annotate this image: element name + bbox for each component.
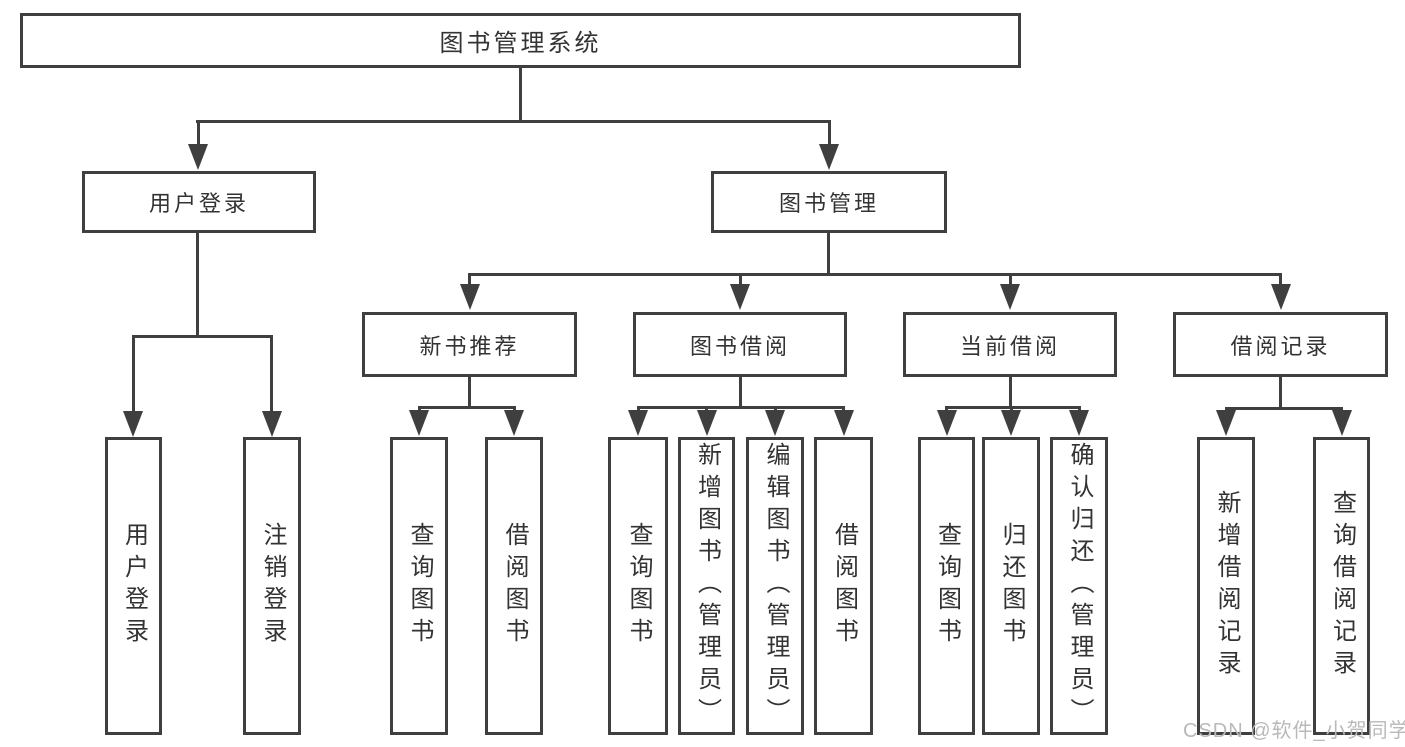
arrow-down-icon bbox=[1331, 410, 1352, 436]
connector-line bbox=[1279, 273, 1282, 288]
node-book-mgmt: 图书管理 bbox=[711, 171, 947, 233]
connector-line bbox=[468, 273, 1282, 276]
node-book-borrow: 图书借阅 bbox=[633, 312, 847, 377]
leaf-records-query-record: 查询借阅记录 bbox=[1313, 437, 1370, 735]
arrow-down-icon bbox=[1069, 410, 1089, 436]
arrow-down-icon bbox=[1270, 284, 1291, 310]
leaf-records-add-record-label: 新增借阅记录 bbox=[1213, 490, 1240, 682]
leaf-current-query-books-label: 查询图书 bbox=[933, 522, 961, 650]
connector-line bbox=[827, 120, 831, 148]
connector-line bbox=[417, 406, 516, 409]
connector-line bbox=[636, 406, 844, 409]
arrow-down-icon bbox=[504, 410, 524, 436]
node-new-book-rec: 新书推荐 bbox=[362, 312, 577, 377]
arrow-down-icon bbox=[123, 411, 143, 437]
arrow-down-icon bbox=[1001, 410, 1021, 436]
node-current-borrow-label: 当前借阅 bbox=[959, 333, 1060, 359]
arrow-down-icon bbox=[261, 411, 282, 437]
node-book-borrow-label: 图书借阅 bbox=[689, 333, 790, 359]
arrow-down-icon bbox=[833, 410, 854, 436]
connector-line bbox=[131, 335, 273, 338]
connector-line bbox=[270, 335, 273, 412]
connector-line bbox=[945, 406, 1080, 409]
node-current-borrow: 当前借阅 bbox=[903, 312, 1117, 377]
leaf-records-query-record-label: 查询借阅记录 bbox=[1328, 490, 1356, 682]
node-user-login-label: 用户登录 bbox=[148, 191, 249, 216]
leaf-borrow-add-books-admin: 新增图书（管理员） bbox=[678, 437, 735, 735]
arrow-down-icon bbox=[1216, 410, 1236, 436]
node-root: 图书管理系统 bbox=[20, 13, 1021, 68]
arrow-down-icon bbox=[188, 144, 208, 170]
arrow-down-icon bbox=[936, 410, 957, 436]
arrow-down-icon bbox=[819, 144, 839, 170]
arrow-down-icon bbox=[765, 410, 785, 436]
connector-line bbox=[1224, 407, 1342, 410]
connector-line bbox=[1279, 377, 1282, 407]
leaf-borrow-query-books-label: 查询图书 bbox=[625, 522, 652, 650]
leaf-newbook-borrow-books: 借阅图书 bbox=[485, 437, 543, 735]
leaf-logout-label: 注销登录 bbox=[259, 522, 286, 650]
connector-line bbox=[131, 335, 135, 412]
connector-line bbox=[196, 120, 830, 123]
leaf-current-confirm-return-admin: 确认归还（管理员） bbox=[1050, 437, 1108, 735]
leaf-newbook-query-books-label: 查询图书 bbox=[406, 522, 433, 650]
csdn-watermark: CSDN @软件_小贺同学 bbox=[1183, 720, 1405, 742]
leaf-user-login-label: 用户登录 bbox=[120, 522, 148, 650]
arrow-down-icon bbox=[730, 284, 750, 310]
connector-line bbox=[738, 273, 742, 288]
connector-line bbox=[468, 377, 471, 406]
connector-line bbox=[196, 233, 199, 335]
leaf-borrow-edit-books-admin-label: 编辑图书（管理员） bbox=[762, 442, 789, 730]
connector-line bbox=[519, 68, 522, 120]
leaf-borrow-query-books: 查询图书 bbox=[608, 437, 668, 735]
node-borrow-records-label: 借阅记录 bbox=[1230, 333, 1331, 359]
leaf-current-confirm-return-admin-label: 确认归还（管理员） bbox=[1066, 442, 1093, 730]
node-new-book-rec-label: 新书推荐 bbox=[419, 333, 520, 359]
leaf-borrow-add-books-admin-label: 新增图书（管理员） bbox=[693, 442, 721, 730]
leaf-current-query-books: 查询图书 bbox=[918, 437, 975, 735]
arrow-down-icon bbox=[459, 284, 480, 310]
arrow-down-icon bbox=[409, 410, 429, 436]
connector-line bbox=[827, 233, 830, 273]
node-user-login: 用户登录 bbox=[82, 171, 316, 233]
leaf-borrow-edit-books-admin: 编辑图书（管理员） bbox=[746, 437, 804, 735]
node-book-mgmt-label: 图书管理 bbox=[778, 191, 879, 216]
arrow-down-icon bbox=[1000, 284, 1020, 310]
connector-line bbox=[1008, 377, 1012, 406]
leaf-current-return-books: 归还图书 bbox=[982, 437, 1040, 735]
connector-line bbox=[196, 120, 200, 148]
leaf-newbook-query-books: 查询图书 bbox=[390, 437, 448, 735]
leaf-current-return-books-label: 归还图书 bbox=[998, 522, 1025, 650]
leaf-borrow-borrow-books-label: 借阅图书 bbox=[830, 522, 858, 650]
connector-line bbox=[1008, 273, 1012, 288]
connector-line bbox=[468, 273, 471, 288]
node-borrow-records: 借阅记录 bbox=[1173, 312, 1388, 377]
leaf-borrow-borrow-books: 借阅图书 bbox=[814, 437, 873, 735]
arrow-down-icon bbox=[628, 410, 648, 436]
leaf-records-add-record: 新增借阅记录 bbox=[1197, 437, 1255, 735]
connector-line bbox=[738, 377, 742, 406]
node-root-label: 图书管理系统 bbox=[439, 30, 602, 57]
arrow-down-icon bbox=[696, 410, 717, 436]
leaf-user-login: 用户登录 bbox=[105, 437, 162, 735]
leaf-logout: 注销登录 bbox=[243, 437, 301, 735]
leaf-newbook-borrow-books-label: 借阅图书 bbox=[501, 522, 528, 650]
